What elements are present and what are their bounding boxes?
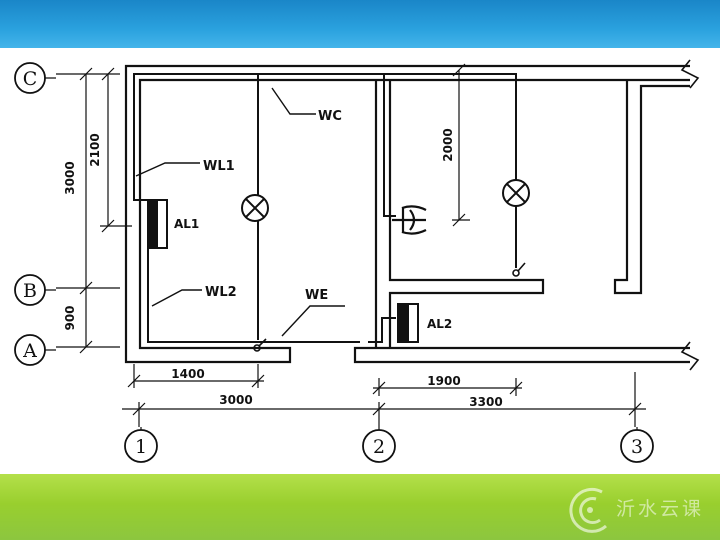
partition-wall <box>374 80 545 348</box>
dim-900: 900 <box>63 305 77 330</box>
axis-label-3: 3 <box>631 436 643 458</box>
wall-lamp-icon <box>392 205 427 235</box>
dim-3000-horizontal: 3000 <box>219 393 252 407</box>
wiring-we <box>368 317 396 343</box>
dim-3000-vertical: 3000 <box>63 161 77 194</box>
lamp-icon <box>241 194 269 222</box>
distribution-box-icon <box>147 199 168 249</box>
brand-logo-icon <box>569 487 608 533</box>
switch-icon <box>512 262 526 277</box>
axis-label-2: 2 <box>373 436 385 458</box>
right-partition-wall <box>613 80 690 295</box>
dim-1900: 1900 <box>427 374 460 388</box>
label-al2: AL2 <box>427 317 452 331</box>
electrical-floor-plan: C B A 1 2 3 3000 2100 900 2000 1400 1900… <box>14 59 700 463</box>
label-wl2: WL2 <box>205 285 237 300</box>
switch-icon <box>253 338 267 352</box>
header-bar <box>0 0 720 48</box>
exterior-walls <box>124 64 690 364</box>
wall-break-icon <box>680 59 700 371</box>
dim-2000: 2000 <box>441 128 455 161</box>
axis-label-1: 1 <box>135 436 147 458</box>
dim-3300: 3300 <box>469 395 502 409</box>
wiring-wl1 <box>133 73 396 217</box>
lamp-icon <box>502 179 530 207</box>
label-wl1: WL1 <box>203 159 235 174</box>
wiring-right-lamp <box>384 73 517 268</box>
label-we: WE <box>305 288 328 303</box>
label-wc: WC <box>318 109 342 124</box>
axis-label-a: A <box>22 340 37 362</box>
dim-2100: 2100 <box>88 133 102 166</box>
dim-1400: 1400 <box>171 367 204 381</box>
axis-label-b: B <box>23 280 37 302</box>
brand-text: 沂水云课 <box>616 498 705 520</box>
distribution-box-icon <box>397 303 419 343</box>
axis-label-c: C <box>23 68 38 90</box>
wiring-wl2 <box>147 236 360 343</box>
label-al1: AL1 <box>174 217 199 231</box>
